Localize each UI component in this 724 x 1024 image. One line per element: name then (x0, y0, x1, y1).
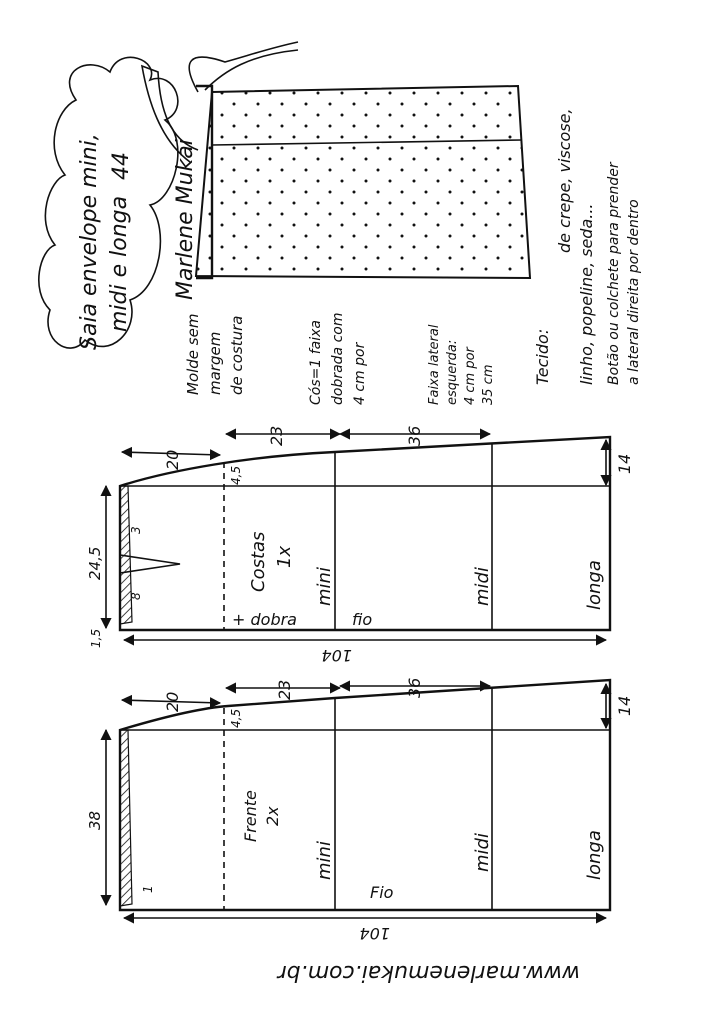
note-cos-3: 4 cm por (352, 341, 368, 405)
back-dobra: + dobra (232, 610, 297, 629)
back-piece: 20 23 36 14 4,5 24,5 8 3 1,5 Costas 1x m… (86, 426, 634, 665)
note-faixa: Faixa lateral esquerda: 4 cm por 35 cm (427, 324, 496, 405)
skirt-tie-2 (204, 49, 299, 91)
front-piece: 20 23 36 14 4,5 38 1 Frente 2x mini midi… (86, 678, 634, 943)
note-tecido-4: Botão ou colchete para prender (606, 161, 622, 385)
signature-block: Marlene Mukai (173, 139, 198, 300)
back-dim-23: 23 (267, 426, 286, 446)
back-dim-4-5: 4,5 (229, 466, 243, 485)
back-dim-8: 8 (129, 592, 143, 600)
back-dim-3: 3 (129, 526, 143, 534)
back-dim-1-5: 1,5 (89, 629, 103, 648)
back-dim-20: 20 (163, 450, 182, 470)
back-side-seam-hatch (119, 485, 133, 625)
front-qty: 2x (263, 806, 282, 826)
skirt-illustration (140, 41, 532, 280)
front-fio: Fio (370, 883, 394, 902)
front-dim-4-5: 4,5 (229, 709, 243, 728)
back-arrow-20 (120, 446, 222, 461)
note-faixa-2: esquerda: (445, 340, 460, 405)
back-length: 104 (321, 646, 352, 665)
front-dim-38: 38 (86, 811, 104, 830)
note-molde-3: de costura (228, 315, 246, 395)
note-faixa-1: Faixa lateral (427, 324, 442, 405)
back-longa: longa (584, 560, 605, 610)
note-molde: Molde sem margem de costura (184, 314, 246, 395)
front-dim-20: 20 (163, 692, 182, 712)
back-dart (119, 554, 181, 574)
note-molde-2: margem (206, 332, 224, 395)
front-label: Frente (241, 790, 260, 842)
title-cloud (38, 56, 179, 349)
note-molde-1: Molde sem (184, 314, 202, 395)
website-url: www.marlenemukai.com.br (276, 960, 580, 985)
skirt-body (194, 84, 532, 280)
back-mini: mini (314, 567, 335, 606)
title-line1: Saia envelope mini, (77, 133, 102, 350)
front-dim-1: 1 (141, 885, 155, 893)
title-size: 44 (109, 152, 134, 180)
note-cos: Cós=1 faixa dobrada com 4 cm por (308, 313, 368, 406)
note-cos-1: Cós=1 faixa (308, 320, 324, 405)
note-tecido-3: linho, popeline, seda... (577, 203, 596, 385)
back-dim-14: 14 (615, 454, 634, 474)
note-tecido: Tecido: de crepe, viscose, linho, popeli… (533, 108, 642, 385)
front-mini: mini (314, 841, 335, 880)
skirt-tie-3 (140, 64, 199, 163)
front-midi: midi (472, 833, 493, 872)
front-dim-14: 14 (615, 696, 634, 716)
back-midi: midi (472, 567, 493, 606)
front-dim-23: 23 (275, 680, 294, 700)
skirt-tie-1 (188, 41, 299, 93)
front-side-seam-hatch (119, 729, 133, 907)
back-qty: 1x (274, 546, 295, 568)
title-block: Saia envelope mini, midi e longa 44 (77, 133, 134, 350)
note-faixa-4: 35 cm (481, 365, 496, 406)
note-cos-2: dobrada com (330, 313, 346, 406)
signature: Marlene Mukai (173, 139, 198, 300)
note-faixa-3: 4 cm por (463, 345, 478, 405)
back-dim-24-5: 24,5 (86, 547, 104, 580)
front-longa: longa (584, 830, 605, 880)
skirt-wrap-edge (211, 139, 523, 146)
back-dim-36: 36 (405, 426, 424, 446)
back-outline (118, 435, 612, 632)
front-arrow-20 (120, 694, 222, 709)
front-length: 104 (359, 924, 390, 943)
front-outline (118, 678, 612, 912)
back-label: Costas (248, 532, 269, 592)
skirt-waistband (196, 84, 214, 280)
note-tecido-2: de crepe, viscose, (555, 108, 574, 253)
note-tecido-5: a lateral direita por dentro (626, 199, 642, 385)
front-dim-36: 36 (405, 678, 424, 698)
back-fio: fio (352, 610, 372, 629)
note-tecido-1: Tecido: (533, 329, 552, 385)
title-line2: midi e longa (107, 196, 132, 332)
